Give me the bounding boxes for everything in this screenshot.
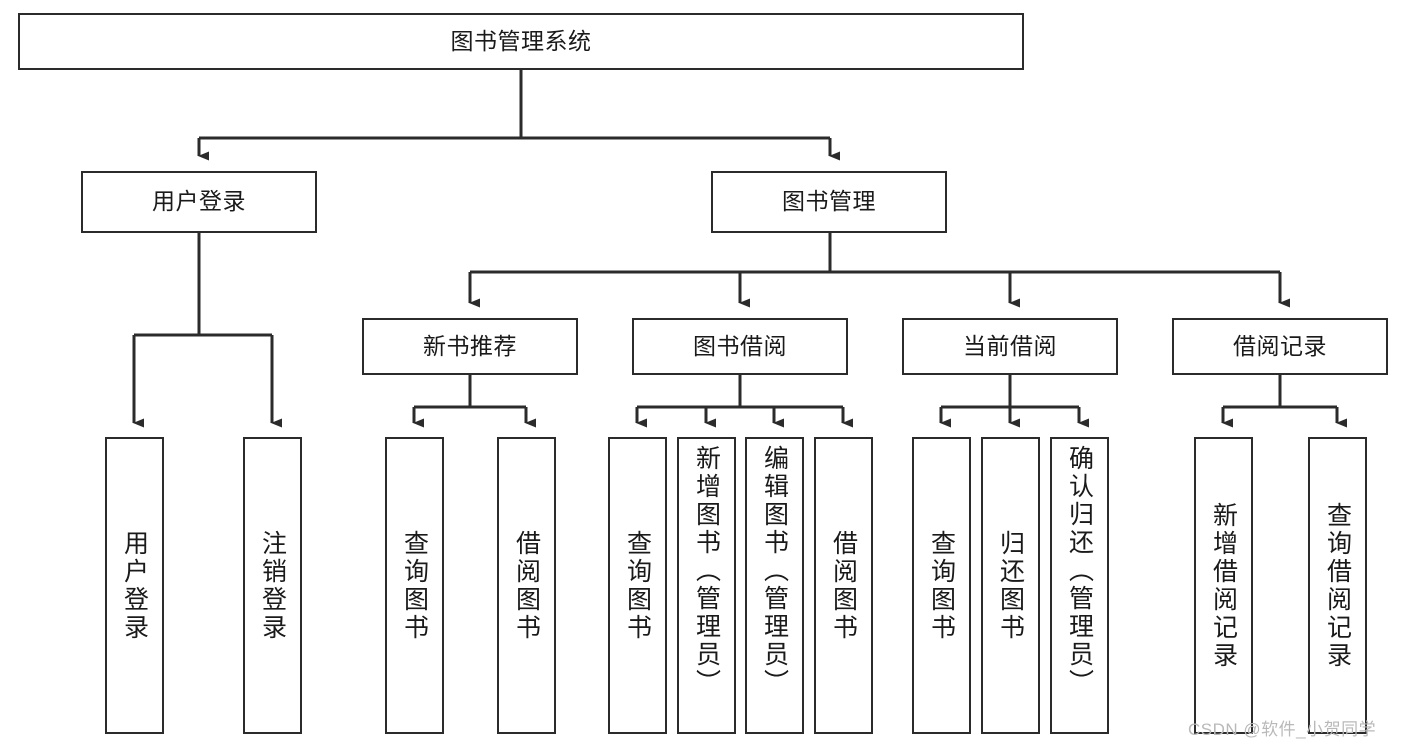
node-current-borrow[interactable]: 当前借阅	[902, 318, 1118, 375]
leaf-query-borrow-record-label: 查询借阅记录	[1323, 501, 1352, 670]
leaf-return-book[interactable]: 归还图书	[981, 437, 1040, 734]
leaf-borrow-book-borrow-label: 借阅图书	[829, 529, 858, 642]
node-user-login-label: 用户登录	[152, 188, 246, 215]
leaf-edit-book-admin-label: 编辑图书（管理员）	[760, 445, 789, 697]
node-root[interactable]: 图书管理系统	[18, 13, 1024, 70]
leaf-query-book-borrow-label: 查询图书	[623, 529, 652, 642]
node-new-book-recommend[interactable]: 新书推荐	[362, 318, 578, 375]
leaf-logout[interactable]: 注销登录	[243, 437, 302, 734]
leaf-edit-book-admin[interactable]: 编辑图书（管理员）	[745, 437, 804, 734]
leaf-query-book-borrow[interactable]: 查询图书	[608, 437, 667, 734]
node-book-management[interactable]: 图书管理	[711, 171, 947, 233]
leaf-add-borrow-record-label: 新增借阅记录	[1209, 501, 1238, 670]
leaf-logout-label: 注销登录	[258, 529, 287, 642]
node-current-borrow-label: 当前借阅	[963, 332, 1057, 359]
leaf-user-login[interactable]: 用户登录	[105, 437, 164, 734]
node-book-management-label: 图书管理	[782, 188, 876, 215]
leaf-query-borrow-record[interactable]: 查询借阅记录	[1308, 437, 1367, 734]
leaf-add-book-admin-label: 新增图书（管理员）	[692, 445, 721, 697]
node-book-borrow-label: 图书借阅	[693, 332, 787, 359]
watermark-text: CSDN @软件_小贺同学	[1188, 720, 1377, 739]
leaf-confirm-return-admin-label: 确认归还（管理员）	[1065, 445, 1094, 697]
node-book-borrow[interactable]: 图书借阅	[632, 318, 848, 375]
leaf-query-book-current-label: 查询图书	[927, 529, 956, 642]
leaf-query-book-newbook[interactable]: 查询图书	[385, 437, 444, 734]
leaf-borrow-book-newbook-label: 借阅图书	[512, 529, 541, 642]
leaf-borrow-book-borrow[interactable]: 借阅图书	[814, 437, 873, 734]
leaf-query-book-current[interactable]: 查询图书	[912, 437, 971, 734]
leaf-borrow-book-newbook[interactable]: 借阅图书	[497, 437, 556, 734]
leaf-confirm-return-admin[interactable]: 确认归还（管理员）	[1050, 437, 1109, 734]
leaf-return-book-label: 归还图书	[996, 529, 1025, 642]
node-new-book-recommend-label: 新书推荐	[423, 332, 517, 359]
node-user-login[interactable]: 用户登录	[81, 171, 317, 233]
node-borrow-records[interactable]: 借阅记录	[1172, 318, 1388, 375]
node-root-label: 图书管理系统	[450, 27, 592, 54]
leaf-query-book-newbook-label: 查询图书	[400, 529, 429, 642]
leaf-user-login-label: 用户登录	[120, 529, 149, 642]
node-borrow-records-label: 借阅记录	[1233, 332, 1327, 359]
leaf-add-book-admin[interactable]: 新增图书（管理员）	[677, 437, 736, 734]
leaf-add-borrow-record[interactable]: 新增借阅记录	[1194, 437, 1253, 734]
